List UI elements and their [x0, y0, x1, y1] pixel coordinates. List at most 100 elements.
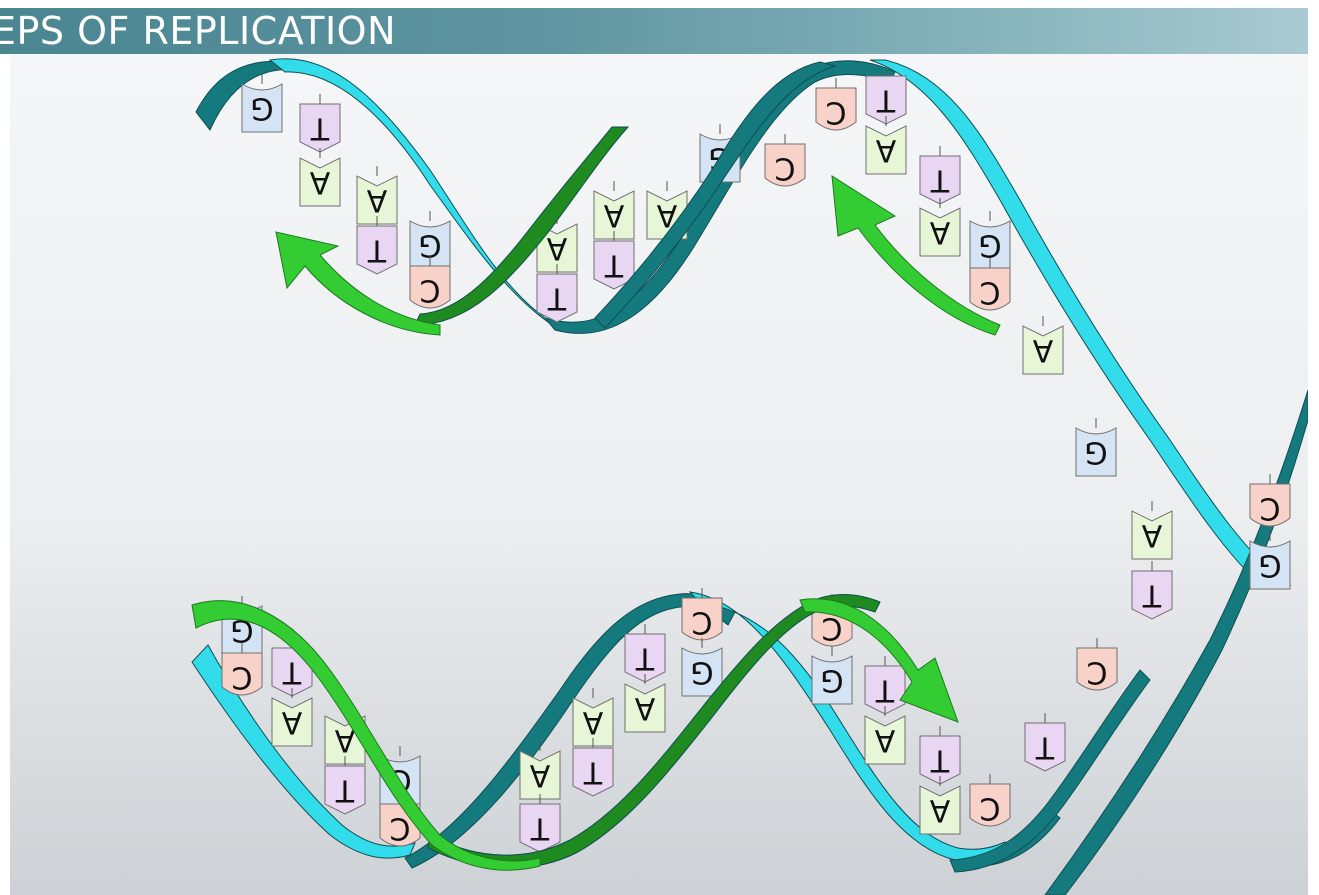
base-a-top-4: A: [593, 181, 635, 240]
new-strand-upper-dark: [414, 126, 630, 326]
base-letter: G: [690, 655, 713, 690]
base-letter: A: [334, 723, 355, 758]
base-shape: [969, 220, 1011, 270]
base-letter: T: [604, 248, 624, 283]
base-shape: [865, 75, 907, 125]
base-shape: [919, 735, 961, 785]
base-t-bot-4: T: [572, 738, 614, 797]
base-shape: [1024, 722, 1066, 772]
base-shape: [536, 223, 578, 273]
base-letter: T: [876, 83, 896, 118]
base-shape: [1076, 647, 1118, 691]
base-g-top-1: G: [241, 74, 283, 133]
base-shape: [572, 697, 614, 747]
base-a-top-7: A: [919, 198, 961, 257]
base-t-mid-1: T: [1131, 561, 1173, 620]
base-shape: [593, 190, 635, 240]
base-letter: A: [366, 183, 387, 218]
new-strand-upper-right-arrow: [831, 175, 1001, 336]
page-title: EPS OF REPLICATION: [0, 9, 397, 53]
base-c-top-4: C: [969, 258, 1011, 311]
right-margin: [1308, 0, 1319, 895]
base-g-bot-4: G: [811, 646, 853, 705]
base-t-top-2: T: [356, 216, 398, 275]
base-letter: A: [1141, 518, 1162, 553]
base-shape: [299, 103, 341, 153]
base-shape: [624, 683, 666, 733]
base-letter: T: [310, 111, 330, 146]
base-a-mid-1: A: [1022, 316, 1064, 375]
base-letter: T: [367, 233, 387, 268]
base-shape: [221, 652, 263, 696]
base-shape: [409, 265, 451, 309]
base-c-right-1: C: [1249, 474, 1291, 527]
base-shape: [969, 267, 1011, 311]
base-letter: C: [980, 275, 1001, 310]
base-g-mid-1: G: [1075, 418, 1117, 477]
base-a-bot-6: A: [864, 706, 906, 765]
new-strand-lower-right-arrow: [799, 598, 959, 723]
base-t-top-3: T: [536, 264, 578, 323]
base-letter: C: [1087, 655, 1108, 690]
base-letter: A: [656, 198, 677, 233]
base-c-bot-3: C: [681, 588, 723, 641]
base-shape: [815, 87, 857, 131]
base-letter: T: [1035, 730, 1055, 765]
base-a-mid-2: A: [1131, 501, 1173, 560]
base-letter: C: [826, 95, 847, 130]
base-letter: C: [822, 611, 843, 646]
base-g-top-4: G: [969, 211, 1011, 270]
base-letter: G: [820, 663, 843, 698]
base-shape: [271, 647, 313, 697]
base-shape: [864, 715, 906, 765]
title-banner: EPS OF REPLICATION: [0, 8, 1308, 54]
base-shape: [1131, 570, 1173, 620]
base-shape: [969, 783, 1011, 827]
new-strand-lower-dark: [427, 594, 881, 869]
base-letter: C: [390, 811, 411, 846]
base-shape: [572, 747, 614, 797]
base-letter: T: [930, 163, 950, 198]
base-g-right-1: G: [1249, 531, 1291, 590]
base-shape: [593, 240, 635, 290]
base-t-top-1: T: [299, 94, 341, 153]
base-letter: T: [583, 755, 603, 790]
base-letter: A: [529, 758, 550, 793]
base-letter: A: [546, 231, 567, 266]
base-a-top-6: A: [865, 116, 907, 175]
base-a-bot-7: A: [919, 776, 961, 835]
base-c-top-2: C: [764, 134, 806, 187]
base-c-bot-5: C: [969, 774, 1011, 827]
base-a-top-2: A: [356, 166, 398, 225]
base-t-bot-5: T: [624, 624, 666, 683]
base-t-bot-6: T: [864, 656, 906, 715]
base-t-bot-7: T: [919, 726, 961, 785]
template-strand-lower-teal-front: [949, 669, 1151, 873]
base-letter: A: [1032, 333, 1053, 368]
base-shape: [681, 597, 723, 641]
base-shape: [1131, 510, 1173, 560]
base-a-bot-1: A: [271, 688, 313, 747]
base-letter: A: [634, 691, 655, 726]
base-shape: [1022, 325, 1064, 375]
base-letter: C: [775, 151, 796, 186]
base-letter: A: [309, 165, 330, 200]
base-shape: [1249, 540, 1291, 590]
base-c-mid-1: C: [1076, 638, 1118, 691]
base-letter: A: [603, 198, 624, 233]
base-letter: T: [335, 773, 355, 808]
base-letter: G: [978, 228, 1001, 263]
base-letter: T: [930, 743, 950, 778]
base-shape: [811, 655, 853, 705]
base-t-top-5: T: [865, 66, 907, 125]
base-a-top-3: A: [536, 214, 578, 273]
base-letter: A: [281, 705, 302, 740]
base-letter: A: [929, 215, 950, 250]
base-t-top-4: T: [593, 231, 635, 290]
base-shape: [1075, 427, 1117, 477]
base-letter: C: [980, 791, 1001, 826]
base-letter: A: [875, 133, 896, 168]
base-c-top-3: C: [815, 78, 857, 131]
base-t-bot-3: T: [519, 794, 561, 853]
